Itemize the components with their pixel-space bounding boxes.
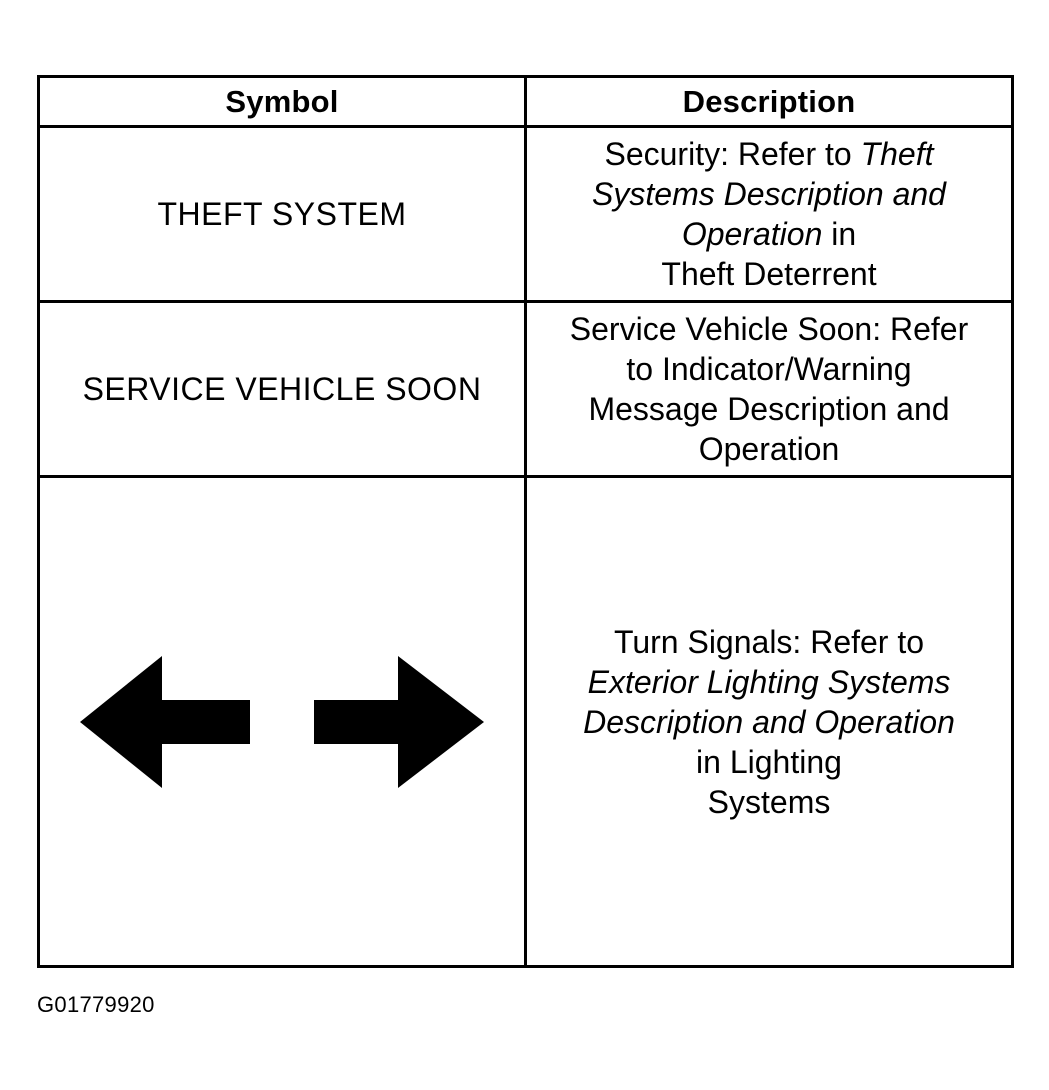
symbol-cell bbox=[37, 475, 527, 968]
desc-line: in Lighting bbox=[696, 743, 842, 780]
description-turn-signals: Turn Signals: Refer to Exterior Lighting… bbox=[527, 622, 1011, 822]
left-arrow-icon bbox=[80, 655, 250, 788]
desc-reference-italic: Theft bbox=[860, 136, 934, 172]
description-cell: Service Vehicle Soon: Refer to Indicator… bbox=[524, 300, 1014, 478]
desc-line: Systems Description and bbox=[531, 174, 1007, 214]
table-row-turn-signals: Turn Signals: Refer to Exterior Lighting… bbox=[37, 475, 1014, 968]
right-arrow-icon bbox=[314, 655, 484, 788]
header-symbol: Symbol bbox=[37, 75, 527, 128]
desc-line: Systems bbox=[707, 783, 831, 820]
symbol-cell: SERVICE VEHICLE SOON bbox=[37, 300, 527, 478]
desc-text: Security: Refer to bbox=[604, 136, 861, 172]
table-header-row: Symbol Description bbox=[37, 75, 1014, 128]
description-theft-system: Security: Refer to Theft Systems Descrip… bbox=[527, 134, 1011, 294]
table-row-theft-system: THEFT SYSTEM Security: Refer to Theft Sy… bbox=[37, 125, 1014, 303]
symbol-description-table: Symbol Description THEFT SYSTEM Security… bbox=[37, 75, 1014, 968]
figure-id: G01779920 bbox=[37, 992, 155, 1017]
desc-line: Theft Deterrent bbox=[661, 256, 877, 292]
desc-reference-italic: Systems Description and bbox=[592, 176, 946, 212]
description-cell: Security: Refer to Theft Systems Descrip… bbox=[524, 125, 1014, 303]
turn-signal-arrows-icon bbox=[80, 655, 484, 788]
desc-line: Operation in bbox=[531, 214, 1007, 254]
description-cell: Turn Signals: Refer to Exterior Lighting… bbox=[524, 475, 1014, 968]
desc-line: Operation bbox=[698, 431, 840, 467]
desc-reference-italic: Operation bbox=[681, 216, 823, 252]
table-row-service-vehicle-soon: SERVICE VEHICLE SOON Service Vehicle Soo… bbox=[37, 300, 1014, 478]
desc-line: Exterior Lighting Systems bbox=[531, 662, 1007, 702]
desc-reference-italic: Description and Operation bbox=[583, 703, 955, 740]
desc-line: Turn Signals: Refer to bbox=[613, 623, 925, 660]
symbol-theft-system: THEFT SYSTEM bbox=[157, 195, 407, 232]
desc-text: in bbox=[822, 216, 857, 252]
symbol-service-vehicle-soon: SERVICE VEHICLE SOON bbox=[82, 370, 482, 407]
desc-reference-italic: Exterior Lighting Systems bbox=[587, 663, 951, 700]
desc-line: Description and Operation bbox=[531, 702, 1007, 742]
header-description: Description bbox=[524, 75, 1014, 128]
desc-line: to Indicator/Warning bbox=[626, 351, 912, 387]
desc-line: Message Description and bbox=[588, 391, 950, 427]
description-service-vehicle-soon: Service Vehicle Soon: Refer to Indicator… bbox=[527, 309, 1011, 469]
desc-line: Security: Refer to Theft bbox=[531, 134, 1007, 174]
desc-line: Service Vehicle Soon: Refer bbox=[569, 311, 969, 347]
symbol-cell: THEFT SYSTEM bbox=[37, 125, 527, 303]
